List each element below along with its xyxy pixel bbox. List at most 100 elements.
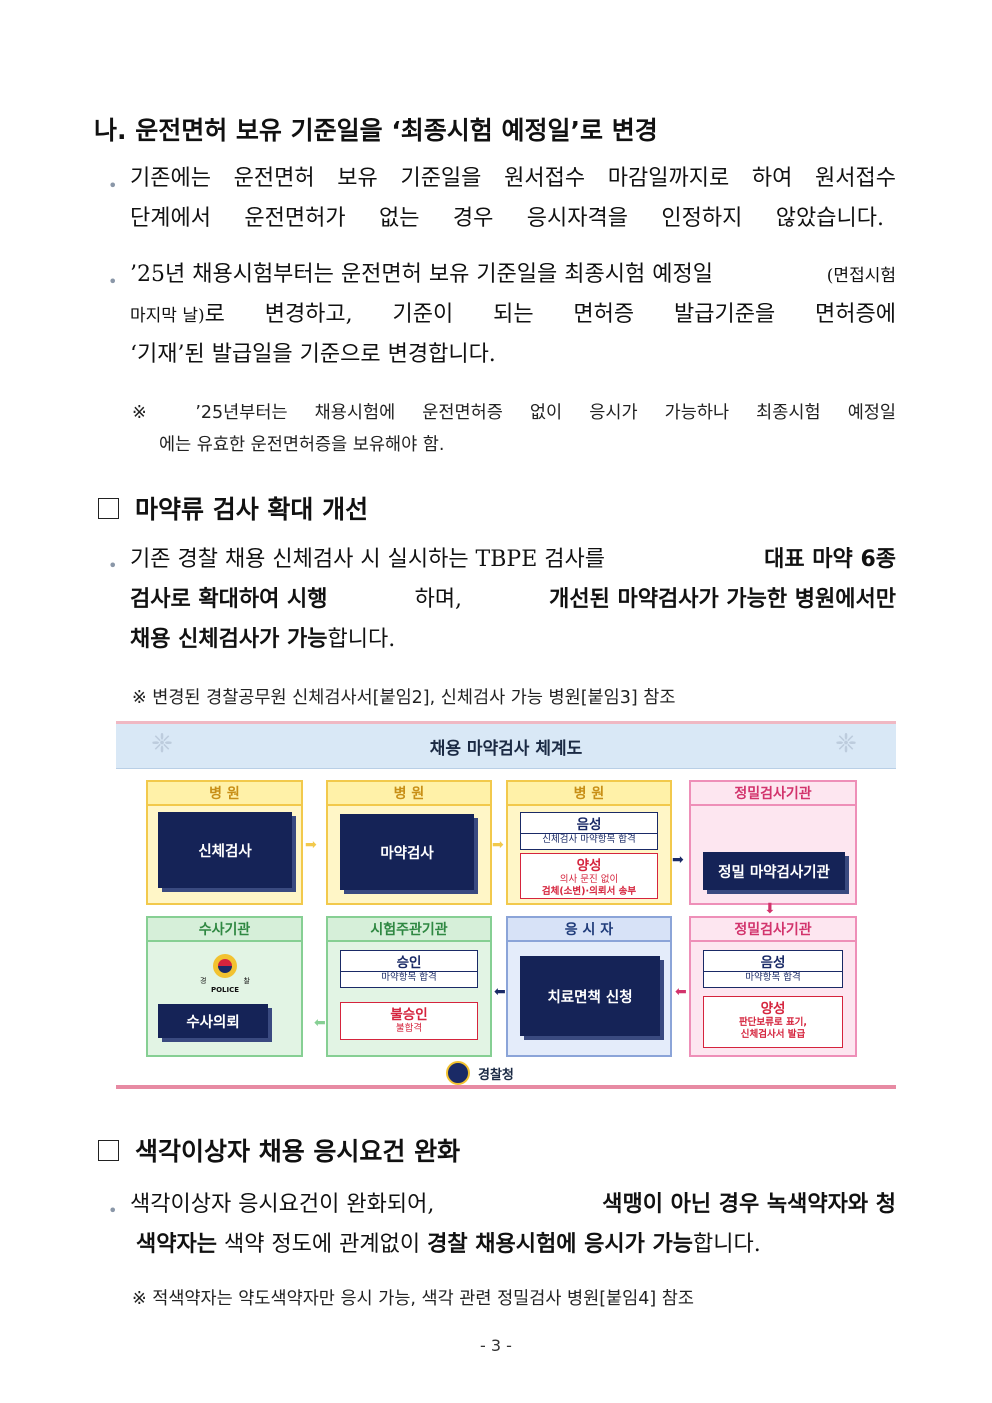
police-logo-icon	[446, 1061, 470, 1085]
applicant-column: 응 시 자 치료면책 신청	[506, 916, 672, 1057]
para2-line2: 마지막 날) 로 변경하고, 기준이 되는 면허증 발급기준을 면허증에	[130, 304, 896, 326]
column-header: 수사기관	[148, 918, 301, 942]
negative-result-box: 음성 신체검사 마약항목 합격	[520, 812, 658, 850]
square-box-icon	[98, 497, 119, 519]
note1-line1: ※ ’25년부터는 채용시험에 운전면허증 없이 응시가 가능하나 최종시험 예…	[132, 403, 896, 423]
para4-bold: 경찰 채용시험에 응시가 가능	[427, 1232, 693, 1257]
precision-lab-column-bottom: 정밀검사기관 음성 마약항목 합격 양성 판단보류로 표기, 신체검사서 발급	[689, 916, 857, 1057]
arrow-right-icon: ➡	[492, 837, 504, 853]
positive-result-box: 양성 의사 문진 없이 검체(소변)·의뢰서 송부	[520, 853, 658, 899]
para2-line1-main: ’25년 채용시험부터는 운전면허 보유 기준일을 최종시험 예정일	[130, 262, 713, 287]
para4-text: 색약 정도에 관계없이	[216, 1232, 428, 1257]
para4-bold: 색맹이 아닌 경우 녹색약자와 청	[602, 1192, 896, 1217]
para2-line2-main: 로 변경하고, 기준이 되는 면허증 발급기준을 면허증에	[204, 302, 896, 327]
drug-test-box: 마약검사	[340, 814, 474, 890]
para3-bold: 채용 신체검사가 가능	[130, 627, 328, 652]
result-detail: 의사 문진 없이	[559, 874, 619, 885]
note3: ※ 적색약자는 약도색약자만 응시 가능, 색각 관련 정밀검사 병원[붙임4]…	[132, 1289, 694, 1309]
section-title: 마약류 검사 확대 개선	[135, 495, 369, 524]
column-header: 시험주관기관	[328, 918, 490, 942]
section-heading-drug-test: 마약류 검사 확대 개선	[98, 490, 368, 526]
para2-line3: ‘기재’된 발급일을 기준으로 변경합니다.	[130, 342, 496, 367]
police-emblem-icon: 경 찰 POLICE	[200, 954, 250, 996]
page-number: - 3 -	[480, 1336, 512, 1355]
arrow-right-icon: ➡	[305, 837, 317, 853]
emblem-deco-left-icon: ❈	[151, 729, 173, 759]
column-header: 정밀검사기관	[691, 918, 855, 942]
column-header: 병 원	[148, 782, 301, 806]
arrow-right-icon: ➡	[672, 852, 684, 868]
para3-line3: 채용 신체검사가 가능합니다.	[130, 629, 395, 651]
emblem-text: POLICE	[210, 986, 240, 994]
arrow-left-icon: ⬅	[314, 1015, 326, 1031]
negative-result-box: 음성 마약항목 합격	[703, 950, 843, 988]
subsection-heading: 나. 운전면허 보유 기준일을 ‘최종시험 예정일’로 변경	[94, 116, 658, 145]
para2-line1: ’25년 채용시험부터는 운전면허 보유 기준일을 최종시험 예정일 (면접시험	[130, 264, 896, 286]
taeguk-icon	[218, 959, 232, 973]
treatment-exemption-box: 치료면책 신청	[520, 956, 660, 1036]
approval-detail: 마약항목 합격	[341, 971, 477, 984]
approval-title: 승인	[396, 955, 422, 971]
para3-bold: 대표 마약 6종	[764, 547, 896, 572]
para3-bold: 개선된 마약검사가 가능한 병원에서만	[549, 587, 896, 612]
para2-line1-small: (면접시험	[826, 266, 896, 286]
emblem-char: 찰	[243, 977, 250, 985]
investigation-column: 수사기관 경 찰 POLICE 수사의뢰	[146, 916, 303, 1057]
para3-line2: 검사로 확대하여 시행 하며, 개선된 마약검사가 가능한 병원에서만	[130, 589, 896, 611]
para4-text: 합니다.	[692, 1232, 761, 1257]
para2-line2-small: 마지막 날)	[130, 306, 205, 326]
para4-bold: 색약자는	[136, 1232, 217, 1257]
emblem-deco-right-icon: ❈	[835, 729, 857, 759]
result-title: 음성	[760, 955, 786, 971]
hospital-physical-column: 병 원 신체검사	[146, 780, 303, 905]
column-header: 정밀검사기관	[691, 782, 855, 806]
arrow-left-icon: ⬅	[675, 984, 687, 1000]
para3-line1: 기존 경찰 채용 신체검사 시 실시하는 TBPE 검사를 대표 마약 6종	[130, 549, 896, 571]
column-header: 병 원	[508, 782, 670, 806]
para1-line1: 기존에는 운전면허 보유 기준일을 원서접수 마감일까지로 하여 원서접수	[130, 166, 896, 191]
precision-lab-column-top: 정밀검사기관 정밀 마약검사기관	[689, 780, 857, 905]
para3-text: 합니다.	[327, 627, 396, 652]
hospital-drug-column: 병 원 마약검사	[326, 780, 492, 905]
para4-text: 색각이상자 응시요건이 완화되어,	[130, 1192, 435, 1217]
arrow-left-icon: ⬅	[494, 984, 506, 1000]
result-title: 음성	[576, 817, 602, 833]
exam-org-column: 시험주관기관 승인 마약항목 합격 불승인 불합격	[326, 916, 492, 1057]
bullet: •	[108, 556, 118, 575]
result-detail: 검체(소변)·의뢰서 송부	[541, 886, 637, 897]
result-detail: 신체검사 마약항목 합격	[521, 833, 657, 846]
precision-lab-box: 정밀 마약검사기관	[703, 852, 845, 890]
hospital-result-column: 병 원 음성 신체검사 마약항목 합격 양성 의사 문진 없이 검체(소변)·의…	[506, 780, 672, 905]
square-box-icon	[98, 1139, 119, 1161]
positive-result-box: 양성 판단보류로 표기, 신체검사서 발급	[703, 996, 843, 1048]
para3-text: 하며,	[414, 587, 463, 612]
para4-line1: 색각이상자 응시요건이 완화되어, 색맹이 아닌 경우 녹색약자와 청	[130, 1194, 896, 1216]
result-title: 양성	[760, 1001, 786, 1017]
rejection-title: 불승인	[390, 1007, 428, 1023]
diagram-footer: 경찰청	[446, 1061, 514, 1085]
result-detail: 마약항목 합격	[704, 971, 842, 984]
section-title: 색각이상자 채용 응시요건 완화	[135, 1137, 461, 1166]
diagram-bottom-bar	[116, 1085, 896, 1089]
para4-line2: 색약자는 색약 정도에 관계없이 경찰 채용시험에 응시가 가능합니다.	[136, 1234, 761, 1256]
result-detail: 신체검사서 발급	[740, 1029, 806, 1040]
para3-bold: 검사로 확대하여 시행	[130, 587, 328, 612]
emblem-char: 경	[200, 977, 207, 985]
note2: ※ 변경된 경찰공무원 신체검사서[붙임2], 신체검사 가능 병원[붙임3] …	[132, 688, 676, 708]
para1-line2: 단계에서 운전면허가 없는 경우 응시자격을 인정하지 않았습니다.	[130, 206, 884, 231]
result-detail: 판단보류로 표기,	[738, 1017, 808, 1028]
para3-text: 기존 경찰 채용 신체검사 시 실시하는 TBPE 검사를	[130, 547, 605, 572]
bullet: •	[108, 176, 118, 195]
column-header: 응 시 자	[508, 918, 670, 942]
bullet: •	[108, 272, 118, 291]
section-heading-color-vision: 색각이상자 채용 응시요건 완화	[98, 1132, 460, 1168]
approval-box: 승인 마약항목 합격	[340, 950, 478, 988]
rejection-box: 불승인 불합격	[340, 1002, 478, 1040]
diagram-title: 채용 마약검사 체계도	[116, 721, 896, 769]
column-header: 병 원	[328, 782, 490, 806]
note1-line2: 에는 유효한 운전면허증을 보유해야 함.	[159, 435, 445, 455]
result-title: 양성	[576, 858, 602, 874]
arrow-down-icon: ⬇	[764, 901, 776, 917]
investigation-request-box: 수사의뢰	[158, 1004, 268, 1038]
bullet: •	[108, 1201, 118, 1220]
